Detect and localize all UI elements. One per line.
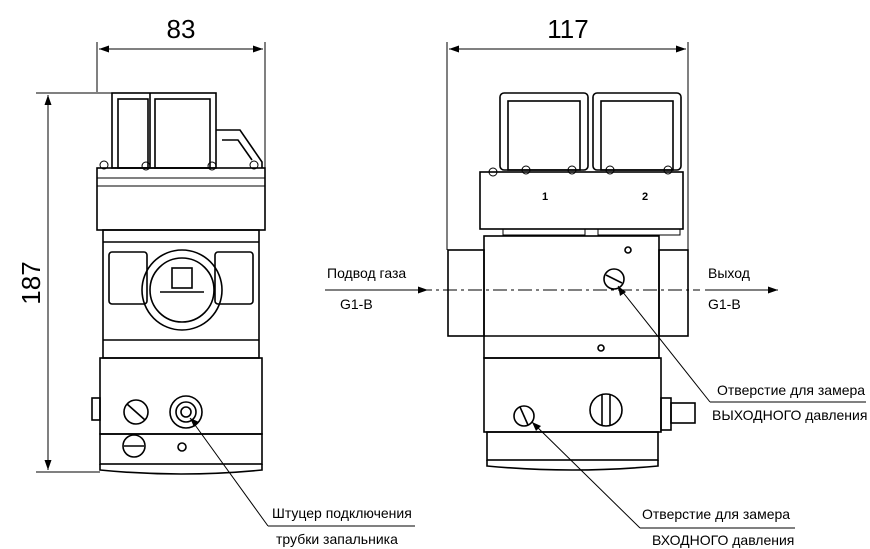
dimension-height-187: 187 [16, 92, 112, 473]
callout-input-line2: ВХОДНОГО давления [652, 532, 794, 548]
gas-inlet-line2: G1-B [340, 296, 373, 312]
dimension-label-83: 83 [167, 14, 196, 44]
callout-output-pressure: Отверстие для замера ВЫХОДНОГО давления [617, 285, 867, 423]
output-pressure-port [603, 268, 625, 290]
gas-outlet-line2: G1-B [708, 296, 741, 312]
gas-inlet-label: Подвод газа G1-B [325, 265, 428, 312]
callout-igniter-fitting: Штуцер подключения трубки запальника [189, 417, 415, 547]
dimension-label-117: 117 [547, 14, 588, 44]
callout-output-line1: Отверстие для замера [717, 382, 865, 398]
input-pressure-port [513, 405, 535, 427]
lower-block-side [91, 357, 263, 475]
solenoid-number-2: 2 [642, 191, 648, 203]
side-view: 83 187 [16, 14, 415, 547]
upper-block-side [96, 167, 266, 231]
front-view: 117 1 2 [325, 14, 867, 548]
solenoid-coils-front [488, 92, 682, 177]
dimension-width-117: 117 [446, 14, 689, 250]
main-body-front [447, 235, 689, 359]
main-body-side [102, 229, 260, 359]
upper-block-front: 1 2 [479, 171, 684, 236]
callout-igniter-line1: Штуцер подключения [272, 505, 412, 521]
dimension-width-83: 83 [96, 14, 266, 168]
callout-output-line2: ВЫХОДНОГО давления [712, 407, 867, 423]
callout-input-line1: Отверстие для замера [642, 506, 790, 522]
gas-outlet-label: Выход G1-B [705, 265, 778, 312]
callout-igniter-line2: трубки запальника [276, 531, 398, 547]
igniter-fitting [169, 395, 203, 429]
solenoid-coils-side [99, 92, 263, 171]
gas-inlet-line1: Подвод газа [327, 265, 406, 281]
dimension-label-187: 187 [16, 261, 46, 304]
solenoid-number-1: 1 [542, 191, 548, 203]
lower-block-front [483, 357, 696, 471]
callout-input-pressure: Отверстие для замера ВХОДНОГО давления [531, 421, 795, 548]
gas-outlet-line1: Выход [708, 265, 750, 281]
